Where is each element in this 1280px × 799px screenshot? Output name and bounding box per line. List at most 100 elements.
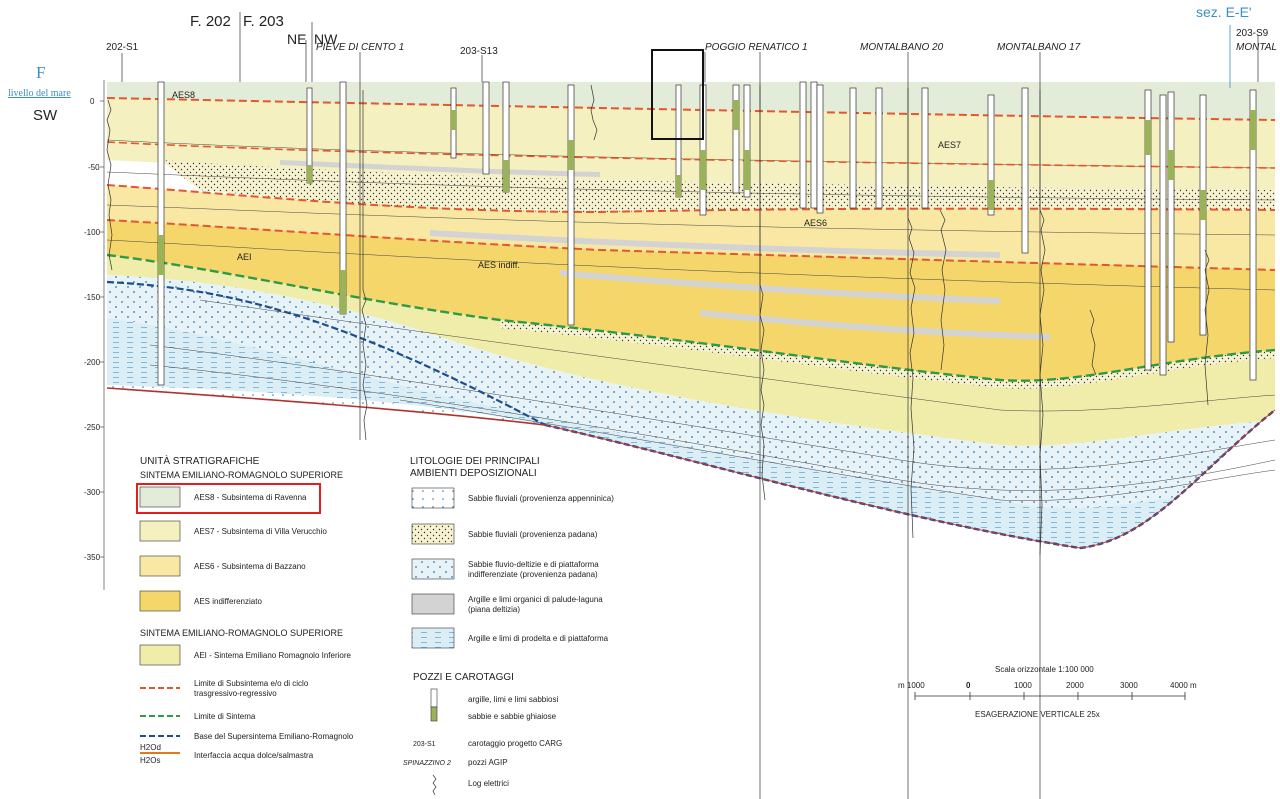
nw-label: NW [314,31,338,47]
unit-po-sands [160,160,1275,213]
well-name-montalbano-17: MONTALBANO 17 [997,42,1081,53]
well-name-montal: MONTAL [1236,42,1277,53]
depth-tick-150: -150 [84,293,101,302]
scale-title: Scala orizzontale 1:100 000 [995,665,1094,674]
header-labels: F. 202 F. 203 NE NW sez. E-E' F livello … [8,4,1252,124]
legend-litho-1: Sabbie fluviali (provenienza appenninica… [468,494,614,503]
wells [106,12,1259,799]
legend-litho-4a: Argille e limi organici di palude-laguna [468,595,603,604]
base-supersintema [106,280,546,426]
legend-litho-3a: Sabbie fluvio-deltizie e di piattaforma [468,560,599,569]
unit-labels: AES8 AES7 AES6 AEI AES indiff. [172,90,961,270]
well-pieve-di-cento [306,81,347,315]
limit-subsintema-3 [106,219,1276,271]
section-body [106,82,1276,799]
legend-wells-carg: carotaggio progetto CARG [468,739,562,748]
unit-prodelta-clays [107,318,1275,560]
legend-units: UNITÀ STRATIGRAFICHE SINTEMA EMILIANO-RO… [136,454,354,765]
legend-litho-4b: (piana deltizia) [468,605,520,614]
legend-wells-agip-code: SPINAZZINO 2 [403,760,451,767]
legend-units-subtitle-inf: SINTEMA EMILIANO-ROMAGNOLO SUPERIORE [140,628,343,638]
scale-exaggeration: ESAGERAZIONE VERTICALE 25x [975,710,1100,719]
well-name-montalbano-20: MONTALBANO 20 [860,42,944,53]
scale-tick-3: 2000 [1066,681,1084,690]
depth-tick-350: -350 [84,553,101,562]
legend-interface: Interfaccia acqua dolce/salmastra [194,751,314,760]
sheet-202-label: F. 202 [190,13,231,30]
depth-tick-50: -50 [88,163,100,172]
label-aes6: AES6 [804,218,827,228]
well-202-s1 [157,81,165,386]
scale-tick-0: m 1000 [898,681,925,690]
scale-tick-4: 3000 [1120,681,1138,690]
legend-aes-ind: AES indifferenziato [194,597,262,606]
well-name-202-s1: 202-S1 [106,42,139,53]
unit-deltaic-sands [107,275,1275,509]
legend-litho-3b: indifferenziate (provenienza padana) [468,570,598,579]
ne-label: NE [287,31,306,47]
legend-h2od: H2Od [140,743,161,752]
legend-wells-1: argille, limi e limi sabbiosi [468,695,558,704]
well-cluster-mid [732,81,883,214]
depth-tick-100: -100 [84,228,101,237]
limit-subsintema-2 [106,184,1276,214]
well-name-203-s9: 203-S9 [1236,28,1269,39]
well-203-s13 [450,81,510,193]
depth-tick-250: -250 [84,423,101,432]
legend-aes8: AES8 - Subsintema di Ravenna [194,493,307,502]
unit-aei-fill [107,255,1275,446]
legend-h2os: H2Os [140,756,160,765]
legend-litho-2: Sabbie fluviali (provenienza padana) [468,530,598,539]
well-name-poggio: POGGIO RENATICO 1 [705,42,808,53]
section-letter: F [36,63,45,82]
well-cluster-right [1144,89,1257,381]
well-names: 202-S1 PIEVE DI CENTO 1 203-S13 POGGIO R… [106,28,1277,57]
label-aes-indiff: AES indiff. [478,260,520,270]
legend-aei: AEI - Sintema Emiliano Romagnolo Inferio… [194,651,352,660]
legend-wells-logs: Log elettrici [468,779,509,788]
label-aes7: AES7 [938,140,961,150]
legend-wells-agip: pozzi AGIP [468,758,508,767]
legend-litho-title-1: LITOLOGIE DEI PRINCIPALI [410,456,540,467]
legend-limit-sub-1: Limite di Subsintema e/o di ciclo [194,679,309,688]
well-montalbano-17 [987,87,1029,254]
scale-tick-2: 1000 [1014,681,1032,690]
legend-units-subtitle-sup: SINTEMA EMILIANO-ROMAGNOLO SUPERIORE [140,470,343,480]
limit-subsintema-1 [106,97,1276,121]
unit-aes-indiff-fill [107,220,1275,381]
scale-tick-5: 4000 m [1170,681,1197,690]
legend-aes7: AES7 - Subsintema di Villa Verucchio [194,527,327,536]
unit-aes6-fill [107,185,1275,270]
highlight-box-legend [136,483,321,514]
sheet-203-label: F. 203 [243,13,284,30]
legend-litho-5: Argille e limi di prodelta e di piattafo… [468,634,609,643]
sea-level-label: livello del mare [8,88,71,99]
legend-wells-carg-code: 203-S1 [413,741,436,748]
limit-subsintema-4 [106,141,1276,169]
legend-aes6: AES6 - Subsintema di Bazzano [194,562,306,571]
electric-logs [106,84,1210,556]
legend-units-title: UNITÀ STRATIGRAFICHE [140,454,260,467]
well-top-lines [121,12,1259,799]
legend-limit-sub-2: trasgressivo-regressivo [194,689,277,698]
legend-limit-sint: Limite di Sintema [194,712,256,721]
depth-axis: 0 -50 -100 -150 -200 -250 -300 -350 [84,80,105,590]
scale-bar: Scala orizzontale 1:100 000 m 1000 0 100… [898,665,1197,719]
well-name-203-s13: 203-S13 [460,46,498,57]
limit-sintema [106,253,1276,382]
legend-wells-title: POZZI E CAROTAGGI [413,672,514,683]
depth-tick-200: -200 [84,358,101,367]
legend-litho: LITOLOGIE DEI PRINCIPALI AMBIENTI DEPOSI… [410,456,614,649]
legend-wells-2: sabbie e sabbie ghiaiose [468,712,557,721]
scale-tick-1: 0 [966,681,971,690]
label-aei: AEI [237,252,252,262]
well-poggio-renatico [567,84,707,326]
legend-base-super: Base del Supersintema Emiliano-Romagnolo [194,732,354,741]
highlight-box-aes8 [651,49,704,140]
depth-tick-0: 0 [90,97,95,106]
well-name-pieve: PIEVE DI CENTO 1 [316,42,404,53]
unit-aes8-fill [107,82,1275,120]
well-montalbano-20 [921,87,929,209]
label-aes8: AES8 [172,90,195,100]
